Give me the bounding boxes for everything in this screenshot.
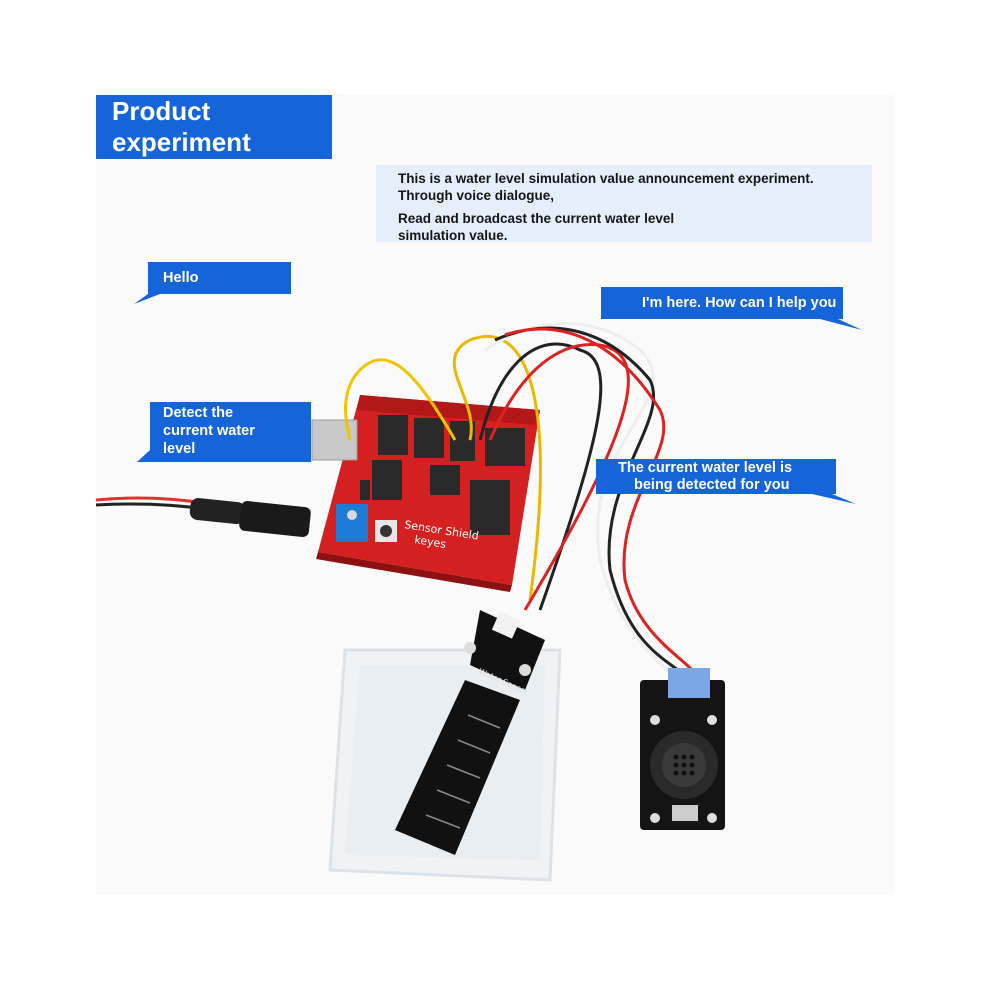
voice-module <box>640 668 725 830</box>
title-banner: Product experiment <box>96 95 332 159</box>
reply-bubble: I'm here. How can I help you <box>601 287 843 319</box>
hello-text: Hello <box>163 270 199 286</box>
detecting-line-1: The current water level is <box>618 460 793 476</box>
reply-bubble-tail <box>820 319 862 330</box>
detect-bubble: Detect the current water level <box>150 402 311 462</box>
usb-c-port <box>672 805 698 821</box>
hello-bubble-tail <box>134 294 160 304</box>
usb-port <box>311 419 358 461</box>
detecting-bubble-tail <box>812 494 856 504</box>
description-line-1: This is a water level simulation value a… <box>398 171 814 186</box>
screw-terminal <box>336 504 368 542</box>
power-cable <box>95 496 311 537</box>
reset-button <box>380 525 392 537</box>
sensor-traces <box>425 714 501 829</box>
description-line-4: simulation value. <box>398 228 508 243</box>
hello-bubble: Hello <box>148 262 291 294</box>
detect-line-1: Detect the <box>163 405 234 421</box>
detecting-line-2: being detected for you <box>634 477 790 493</box>
detect-line-2: current water <box>163 423 255 439</box>
reply-text: I'm here. How can I help you <box>642 295 837 311</box>
title-line-2: experiment <box>112 127 251 157</box>
shield-brand: keyes <box>414 533 448 551</box>
description-line-3: Read and broadcast the current water lev… <box>398 211 675 226</box>
description-box: This is a water level simulation value a… <box>376 165 872 243</box>
sensor-shield-board: Sensor Shield keyes <box>311 395 540 592</box>
title-line-1: Product <box>112 96 211 126</box>
description-line-2: Through voice dialogue, <box>398 188 555 203</box>
detect-line-3: level <box>163 441 196 457</box>
detecting-bubble: The current water level is being detecte… <box>596 459 836 494</box>
